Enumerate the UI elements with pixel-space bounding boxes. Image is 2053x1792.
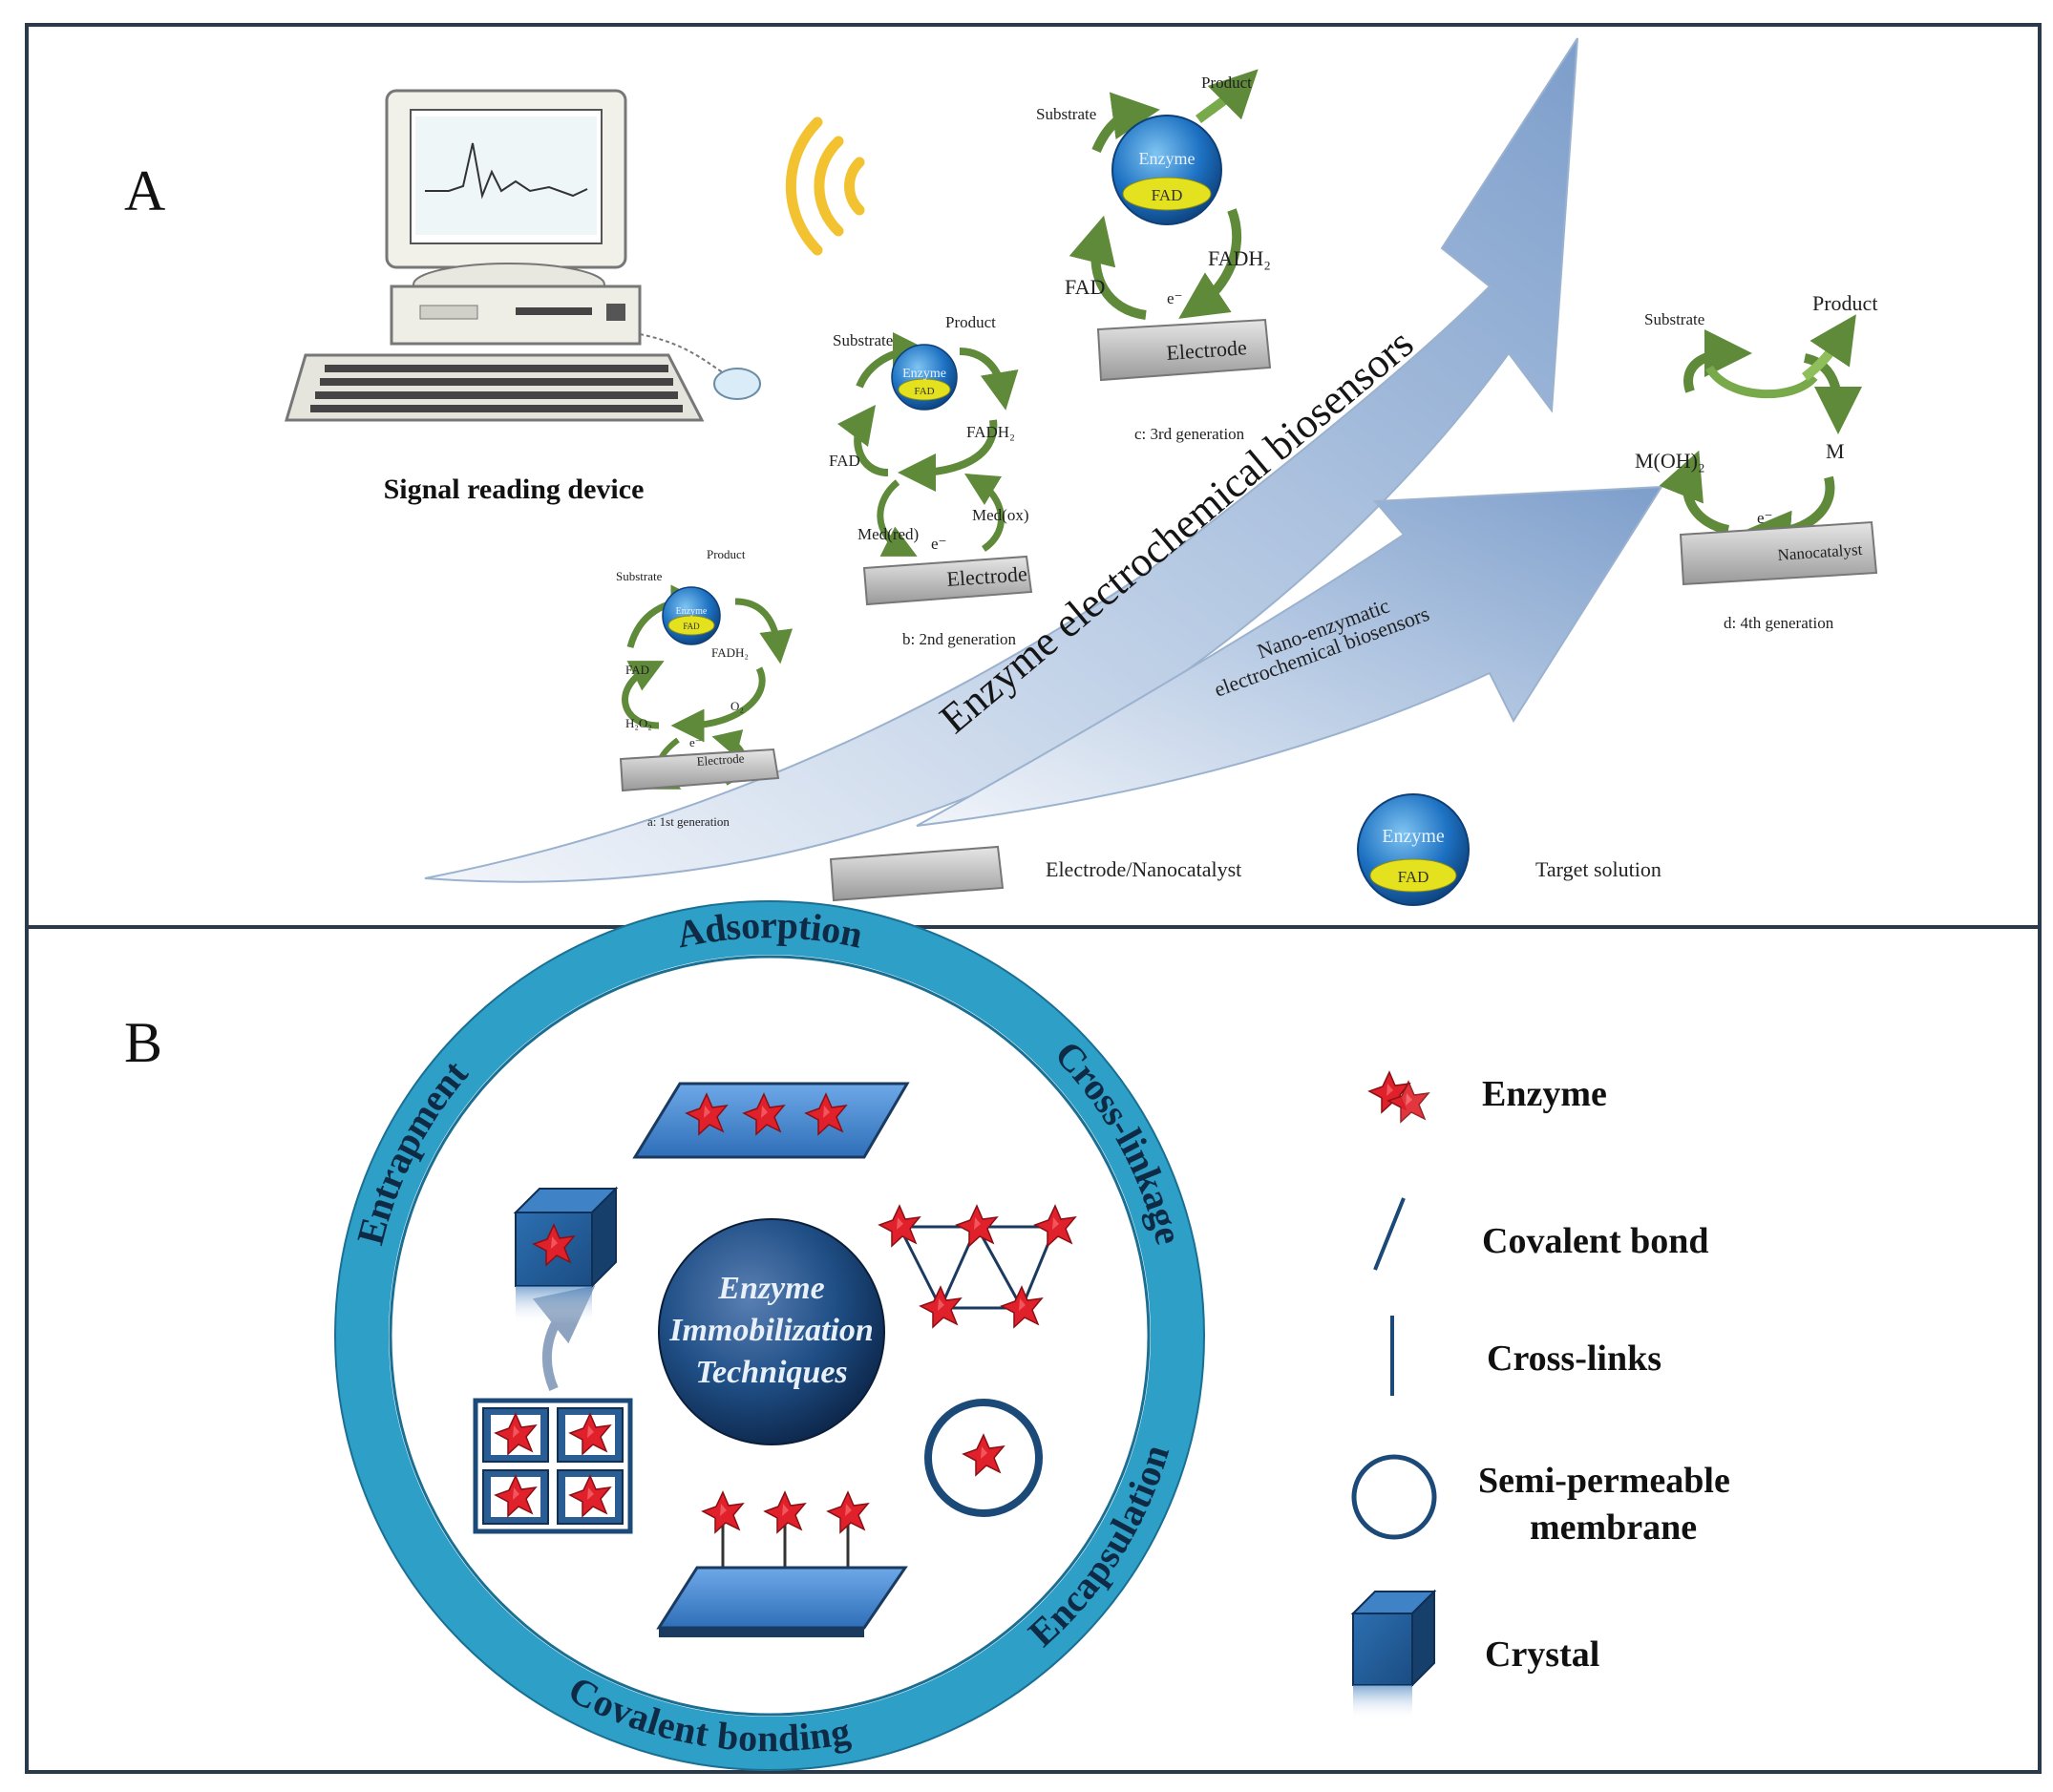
legend-electrode-label: Electrode/Nanocatalyst bbox=[1046, 857, 1241, 881]
legend-covalent-bond-icon bbox=[1373, 1197, 1406, 1271]
panel-a-letter: A bbox=[124, 159, 165, 222]
legend-target-label: Target solution bbox=[1535, 857, 1661, 881]
gen1-enzyme-label: Enzyme bbox=[676, 606, 708, 617]
gen1-fadh2: FADH₂ bbox=[711, 645, 749, 660]
legend-b-enzyme: Enzyme bbox=[1482, 1074, 1607, 1114]
gen3-substrate: Substrate bbox=[1036, 105, 1096, 123]
gen4-electrode bbox=[1679, 520, 1878, 586]
technique-ring bbox=[335, 901, 1204, 1770]
center-line2: Immobilization bbox=[668, 1313, 874, 1348]
second-arrow bbox=[916, 485, 1663, 827]
gen2-med-ox: Med(ox) bbox=[972, 506, 1028, 524]
gen1-fad: FAD bbox=[625, 663, 649, 677]
panel-b-letter: B bbox=[124, 1011, 162, 1074]
gen2-med-red: Med(red) bbox=[857, 525, 919, 543]
gen1-h2o2: H₂O₂ bbox=[625, 716, 652, 730]
gen2-scheme bbox=[837, 332, 1033, 606]
legend-enzyme-icon bbox=[1357, 793, 1470, 906]
gen3-fad-core: FAD bbox=[1152, 186, 1183, 204]
gen2-enzyme-label: Enzyme bbox=[902, 367, 946, 381]
legend-b-crystal: Crystal bbox=[1485, 1634, 1599, 1675]
gen4-caption: d: 4th generation bbox=[1724, 614, 1834, 632]
legend-b-membrane-1: Semi-permeable bbox=[1478, 1461, 1730, 1501]
gen1-electron: e⁻ bbox=[689, 735, 702, 749]
gen1-electrode bbox=[619, 748, 780, 792]
legend-b-membrane-2: membrane bbox=[1530, 1507, 1697, 1548]
legend-crystal-icon bbox=[1350, 1589, 1437, 1719]
gen1-electrode-label: Electrode bbox=[696, 751, 745, 769]
gen1-fad-core: FAD bbox=[683, 622, 700, 631]
gen2-fadh2: FADH₂ bbox=[966, 423, 1015, 441]
gen2-product: Product bbox=[945, 313, 996, 331]
gen2-substrate: Substrate bbox=[833, 331, 893, 349]
gen1-caption: a: 1st generation bbox=[647, 814, 730, 829]
covalent-illustration bbox=[656, 1491, 908, 1637]
gen4-m: M bbox=[1826, 439, 1845, 463]
gen4-moh: M(OH)₂ bbox=[1635, 449, 1705, 473]
gen1-product: Product bbox=[707, 547, 746, 561]
gen4-product: Product bbox=[1812, 291, 1877, 315]
gen3-scheme bbox=[1069, 69, 1272, 382]
gen2-electron: e⁻ bbox=[931, 535, 947, 553]
legend-b-cross-links: Cross-links bbox=[1487, 1339, 1661, 1379]
gen3-fad: FAD bbox=[1065, 275, 1105, 299]
adsorption-illustration bbox=[632, 1082, 910, 1159]
gen2-fad-core: FAD bbox=[914, 386, 934, 397]
legend-electrode-icon bbox=[829, 845, 1005, 902]
crosslink-illustration bbox=[878, 1205, 1076, 1328]
center-line1: Enzyme bbox=[717, 1271, 824, 1306]
legend-b-covalent-bond: Covalent bond bbox=[1482, 1221, 1709, 1261]
encapsulation-illustration bbox=[924, 1399, 1043, 1517]
computer-icon bbox=[284, 89, 761, 422]
device-label: Signal reading device bbox=[384, 474, 645, 505]
gen2-fad: FAD bbox=[829, 452, 860, 470]
legend-enzyme-core: FAD bbox=[1398, 868, 1429, 886]
gen4-substrate: Substrate bbox=[1644, 310, 1704, 328]
entrapment-illustration bbox=[473, 1186, 633, 1534]
gen1-o2: O₂ bbox=[730, 699, 744, 713]
legend-membrane-icon bbox=[1351, 1454, 1437, 1540]
main-arrow bbox=[424, 37, 1578, 883]
gen3-enzyme-label: Enzyme bbox=[1139, 149, 1196, 168]
center-line3: Techniques bbox=[695, 1355, 847, 1390]
gen4-electron: e⁻ bbox=[1757, 509, 1773, 527]
gen2-electrode bbox=[862, 555, 1033, 606]
gen2-caption: b: 2nd generation bbox=[902, 630, 1016, 648]
gen3-caption: c: 3rd generation bbox=[1134, 425, 1245, 443]
gen3-electrode bbox=[1096, 318, 1272, 382]
gen1-substrate: Substrate bbox=[616, 569, 663, 583]
gen3-fadh2: FADH₂ bbox=[1208, 246, 1271, 270]
gen2-electrode-label: Electrode bbox=[946, 561, 1028, 591]
center-sphere bbox=[658, 1218, 885, 1445]
legend-enzyme-top: Enzyme bbox=[1382, 826, 1445, 847]
wireless-signal-icon bbox=[785, 116, 865, 256]
gen3-electrode-label: Electrode bbox=[1166, 335, 1248, 365]
gen3-product: Product bbox=[1201, 74, 1252, 92]
gen4-scheme bbox=[1659, 314, 1878, 586]
gen1-scheme bbox=[619, 584, 794, 792]
gen3-electron: e⁻ bbox=[1167, 289, 1183, 307]
